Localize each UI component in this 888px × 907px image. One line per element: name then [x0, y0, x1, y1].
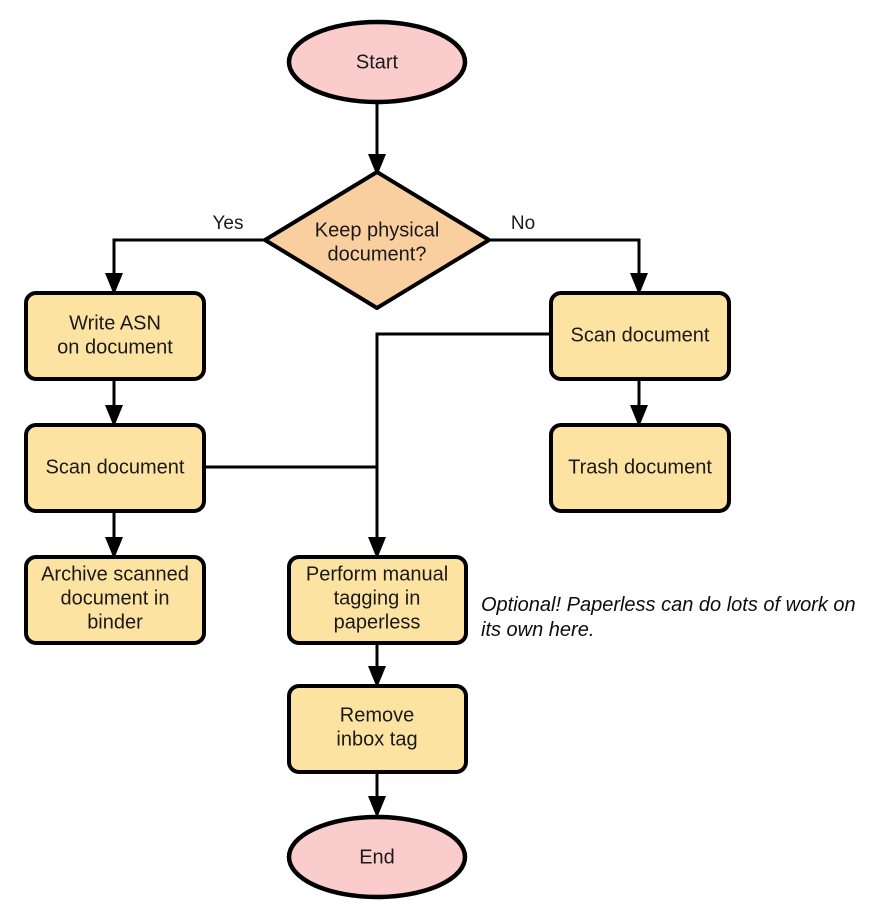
node-perform-manual-tagging[interactable]: Perform manual tagging in paperless: [287, 555, 468, 645]
edge-write-asn-to-scan-left: [105, 377, 123, 427]
node-scan-document-right[interactable]: Scan document: [549, 291, 731, 381]
node-start[interactable]: Start: [286, 19, 468, 105]
annotation-optional-note-line2: its own here.: [481, 619, 594, 641]
node-scan-document-left[interactable]: Scan document: [24, 423, 206, 513]
edge-decision-yes-to-write-asn: [105, 238, 264, 295]
edge-scan-left-to-archive: [105, 509, 123, 559]
node-decision-keep-physical-document[interactable]: Keep physical document?: [263, 170, 491, 310]
edge-decision-no-to-scan-right: [490, 238, 648, 295]
edge-manual-tagging-to-remove-inbox: [368, 643, 386, 688]
node-write-asn[interactable]: Write ASN on document: [24, 291, 206, 381]
annotation-optional-note-line1: Optional! Paperless can do lots of work …: [481, 594, 856, 616]
edge-start-to-decision: [368, 101, 386, 176]
annotation-optional-note: Optional! Paperless can do lots of work …: [481, 594, 856, 641]
node-trash-document[interactable]: Trash document: [549, 423, 731, 513]
node-archive-scanned-document[interactable]: Archive scanned document in binder: [24, 555, 206, 645]
edge-label-yes: Yes: [213, 213, 244, 234]
edge-remove-inbox-to-end: [368, 771, 386, 818]
edge-label-no: No: [511, 213, 535, 234]
node-end[interactable]: End: [286, 814, 468, 900]
node-remove-inbox-tag[interactable]: Remove inbox tag: [287, 684, 468, 774]
edge-scan-right-to-manual-tagging: [368, 332, 552, 559]
edge-scan-right-to-trash: [630, 377, 648, 427]
